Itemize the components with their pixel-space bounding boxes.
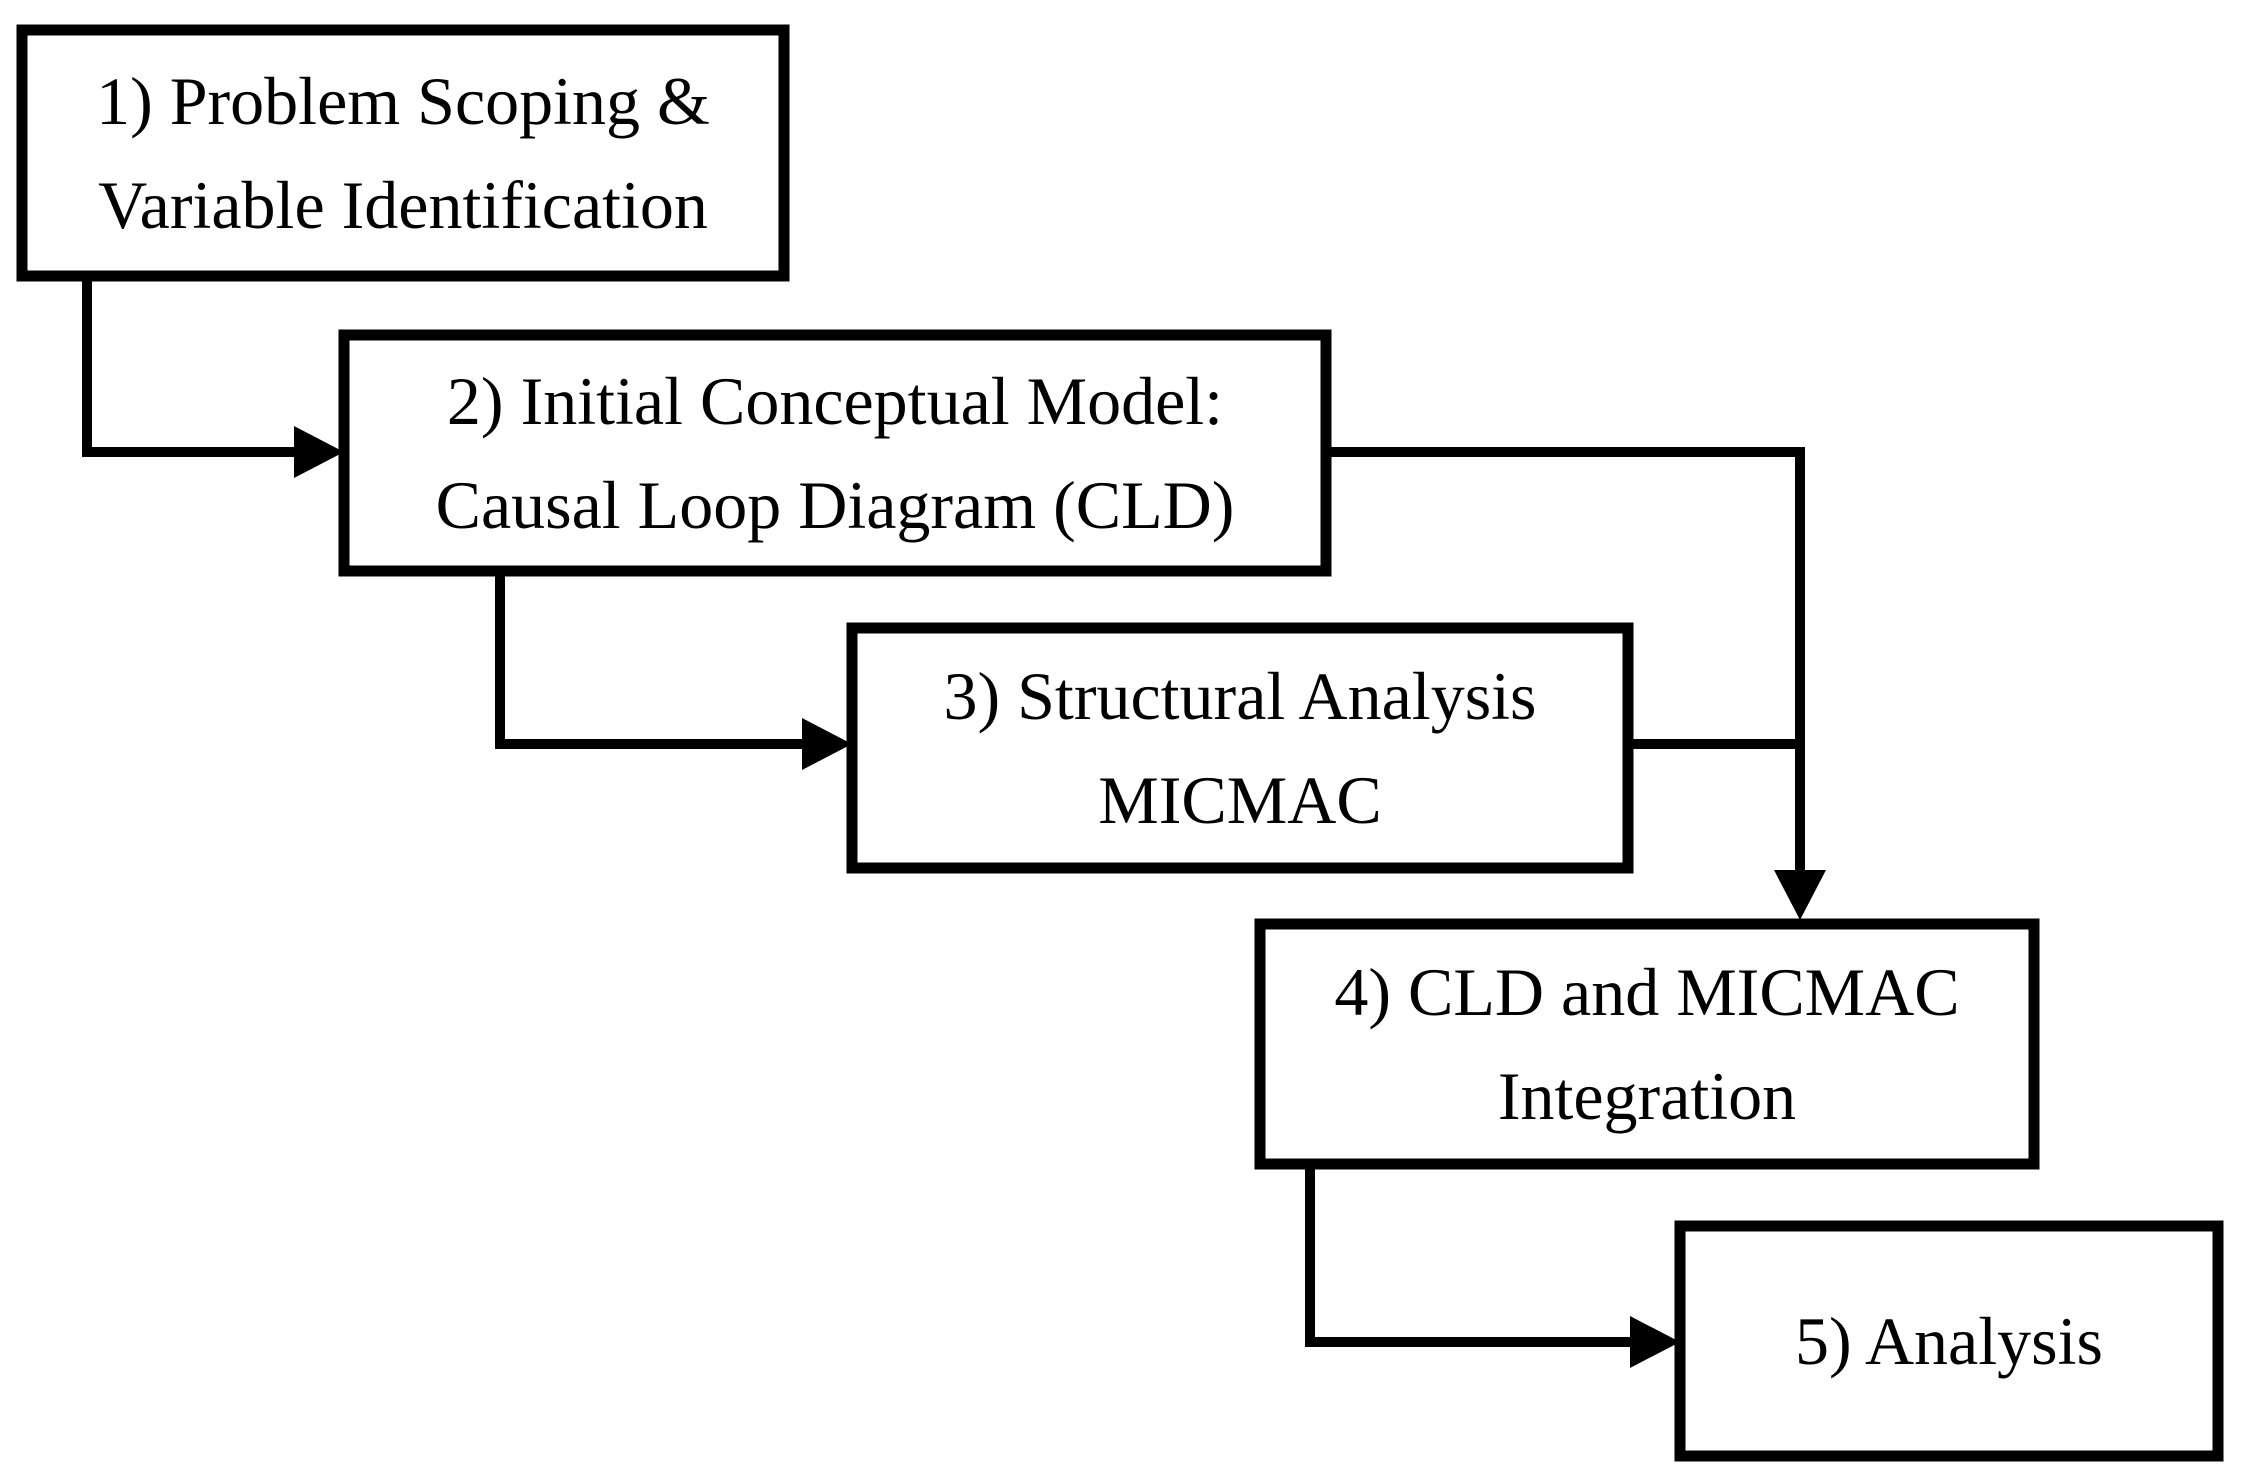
arrowhead-step2-to-step3 bbox=[802, 718, 852, 770]
step-2-group: 2) Initial Conceptual Model: Causal Loop… bbox=[338, 329, 1332, 577]
step-4-label-line1: 4) CLD and MICMAC bbox=[1334, 954, 1959, 1030]
connector-step2-to-step3 bbox=[495, 571, 806, 749]
step-4-group: 4) CLD and MICMAC Integration bbox=[1254, 918, 2040, 1170]
arrowhead-step1-to-step2 bbox=[294, 426, 344, 478]
step-5-label-line1: 5) Analysis bbox=[1795, 1303, 2103, 1379]
step-5-group: 5) Analysis bbox=[1674, 1220, 2224, 1462]
connector-step4-to-step5 bbox=[1305, 1164, 1634, 1347]
step-1-label-line2: Variable Identification bbox=[98, 167, 708, 243]
step-3-label-line1: 3) Structural Analysis bbox=[943, 658, 1536, 734]
step-3-group: 3) Structural Analysis MICMAC bbox=[846, 622, 1634, 874]
step-4-box bbox=[1254, 918, 2040, 1170]
arrowhead-step4-to-step5 bbox=[1630, 1316, 1680, 1368]
step-3-label-line2: MICMAC bbox=[1098, 762, 1381, 838]
step-2-label-line2: Causal Loop Diagram (CLD) bbox=[436, 467, 1235, 543]
connectors bbox=[82, 276, 1826, 1368]
step-1-box bbox=[16, 24, 790, 282]
step-4-label-line2: Integration bbox=[1498, 1058, 1796, 1134]
connector-step2-to-step4 bbox=[1326, 447, 1805, 874]
step-3-box bbox=[846, 622, 1634, 874]
step-1-label-line1: 1) Problem Scoping & bbox=[96, 63, 710, 139]
connector-step1-to-step2 bbox=[82, 276, 298, 457]
step-1-group: 1) Problem Scoping & Variable Identifica… bbox=[16, 24, 790, 282]
step-5-box bbox=[1674, 1220, 2224, 1462]
step-2-label-line1: 2) Initial Conceptual Model: bbox=[447, 363, 1223, 439]
arrowhead-into-step4 bbox=[1774, 870, 1826, 920]
step-2-box bbox=[338, 329, 1332, 577]
